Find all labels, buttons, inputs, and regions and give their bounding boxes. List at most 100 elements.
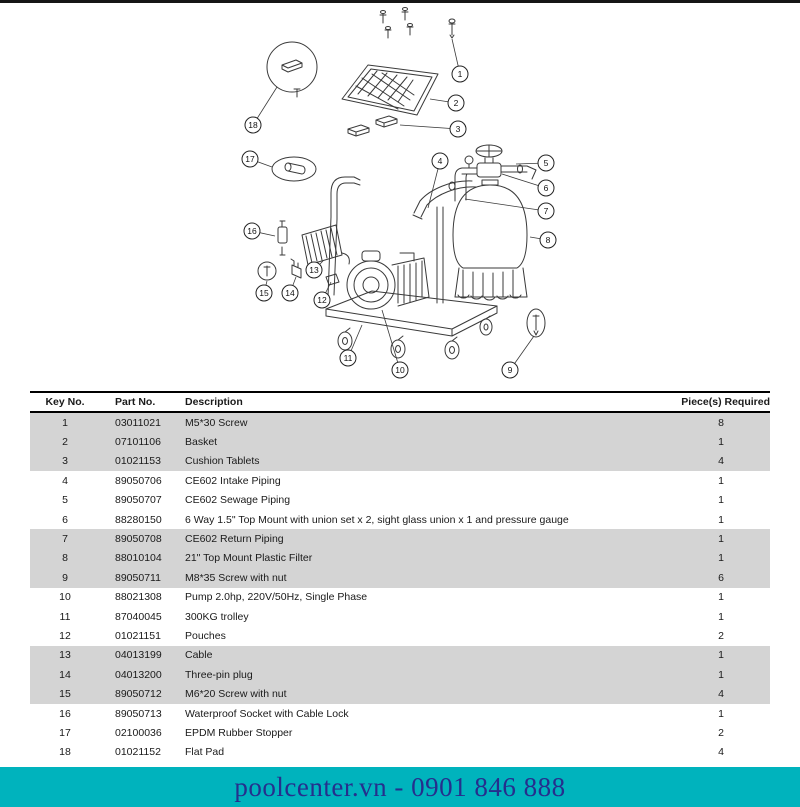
cell-pieces-required: 2	[718, 726, 724, 739]
pump	[346, 250, 430, 310]
cell-pieces-required: 1	[718, 533, 724, 546]
svg-text:6: 6	[544, 183, 549, 193]
cell-description: CE602 Intake Piping	[185, 474, 281, 487]
table-body: 1 03011021 M5*30 Screw 8 2 07101106 Bask…	[30, 413, 770, 762]
cell-pieces-required: 1	[718, 436, 724, 449]
cell-pieces-required: 4	[718, 746, 724, 759]
cell-description: Pump 2.0hp, 220V/50Hz, Single Phase	[185, 591, 368, 604]
footer: poolcenter.vn - 0901 846 888	[0, 767, 800, 807]
cell-part-no: 89050707	[115, 494, 162, 507]
cell-part-no: 03011021	[115, 416, 161, 429]
cell-key-no: 5	[62, 494, 68, 507]
callout-5: 5	[537, 154, 555, 172]
cell-part-no: 89050706	[115, 474, 162, 487]
callout-1: 1	[451, 65, 469, 83]
cell-pieces-required: 6	[718, 571, 724, 584]
callout-10: 10	[391, 361, 409, 379]
cell-pieces-required: 1	[718, 552, 724, 565]
cell-pieces-required: 4	[718, 455, 724, 468]
svg-text:13: 13	[309, 265, 319, 275]
cell-key-no: 2	[62, 436, 68, 449]
callout-16: 16	[243, 222, 261, 240]
cell-part-no: 88021308	[115, 591, 162, 604]
cell-part-no: 04013200	[115, 668, 162, 681]
flat-pad-detail	[266, 41, 318, 98]
cell-description: 21" Top Mount Plastic Filter	[185, 552, 313, 565]
cell-description: Basket	[185, 436, 218, 449]
cell-pieces-required: 2	[718, 629, 724, 642]
cell-part-no: 04013199	[115, 649, 162, 662]
svg-text:14: 14	[285, 288, 295, 298]
cell-description: EPDM Rubber Stopper	[185, 726, 293, 739]
callout-9: 9	[501, 361, 519, 379]
svg-text:2: 2	[454, 98, 459, 108]
cell-description: CE602 Sewage Piping	[185, 494, 291, 507]
cell-key-no: 15	[59, 688, 71, 701]
table-row: 13 04013199 Cable 1	[30, 645, 770, 666]
cell-description: M8*35 Screw with nut	[185, 571, 287, 584]
cell-part-no: 89050713	[115, 707, 162, 720]
cell-part-no: 01021153	[115, 455, 161, 468]
plug-icon	[290, 258, 302, 279]
multiport-valve	[464, 144, 503, 178]
svg-text:12: 12	[317, 295, 327, 305]
trolley	[325, 176, 498, 337]
sewage-piping	[500, 164, 537, 180]
table-header: Key No. Part No. Description Piece(s) Re…	[30, 391, 770, 413]
wheels-icon	[337, 315, 493, 360]
svg-text:5: 5	[544, 158, 549, 168]
cell-key-no: 14	[59, 668, 71, 681]
cell-description: CE602 Return Piping	[185, 533, 284, 546]
cell-key-no: 13	[59, 649, 71, 662]
cell-description: Three-pin plug	[185, 668, 253, 681]
callout-3: 3	[449, 120, 467, 138]
svg-text:10: 10	[395, 365, 405, 375]
screw-detail-9	[526, 308, 546, 338]
cell-part-no: 02100036	[115, 726, 162, 739]
header-part-no: Part No.	[115, 396, 156, 408]
table-row: 3 01021153 Cushion Tablets 4	[30, 451, 770, 472]
table-row: 14 04013200 Three-pin plug 1	[30, 665, 770, 685]
socket-icon	[277, 220, 288, 256]
svg-text:4: 4	[438, 156, 443, 166]
pouches-icon	[325, 273, 340, 286]
callout-8: 8	[539, 231, 557, 249]
cell-key-no: 10	[59, 591, 71, 604]
table-row: 16 89050713 Waterproof Socket with Cable…	[30, 704, 770, 723]
cell-description: M6*20 Screw with nut	[185, 688, 287, 701]
table-row: 4 89050706 CE602 Intake Piping 1	[30, 471, 770, 490]
table-row: 9 89050711 M8*35 Screw with nut 6	[30, 568, 770, 588]
callout-12: 12	[313, 291, 331, 309]
svg-text:17: 17	[245, 154, 255, 164]
table-row: 1 03011021 M5*30 Screw 8	[30, 413, 770, 433]
table-row: 15 89050712 M6*20 Screw with nut 4	[30, 684, 770, 704]
filter-tank	[452, 179, 528, 301]
screws-top-icon	[379, 7, 456, 39]
callout-14: 14	[281, 284, 299, 302]
cell-key-no: 7	[62, 533, 68, 546]
cell-part-no: 07101106	[115, 436, 161, 449]
table-row: 18 01021152 Flat Pad 4	[30, 743, 770, 762]
cell-pieces-required: 1	[718, 494, 724, 507]
cell-part-no: 87040045	[115, 610, 162, 623]
callout-7: 7	[537, 202, 555, 220]
cell-description: 300KG trolley	[185, 610, 249, 623]
cell-pieces-required: 1	[718, 513, 724, 526]
rubber-stopper-detail	[271, 156, 317, 182]
table-row: 2 07101106 Basket 1	[30, 432, 770, 452]
cell-description: 6 Way 1.5" Top Mount with union set x 2,…	[185, 513, 569, 526]
cushion-tablets-icon	[347, 115, 398, 137]
cell-part-no: 01021151	[115, 629, 161, 642]
cell-pieces-required: 4	[718, 688, 724, 701]
svg-text:3: 3	[456, 124, 461, 134]
cell-key-no: 9	[62, 571, 68, 584]
svg-text:9: 9	[508, 365, 513, 375]
svg-text:18: 18	[248, 120, 258, 130]
cell-part-no: 89050712	[115, 688, 162, 701]
table-row: 8 88010104 21" Top Mount Plastic Filter …	[30, 548, 770, 569]
callout-17: 17	[241, 150, 259, 168]
header-description: Description	[185, 396, 243, 408]
